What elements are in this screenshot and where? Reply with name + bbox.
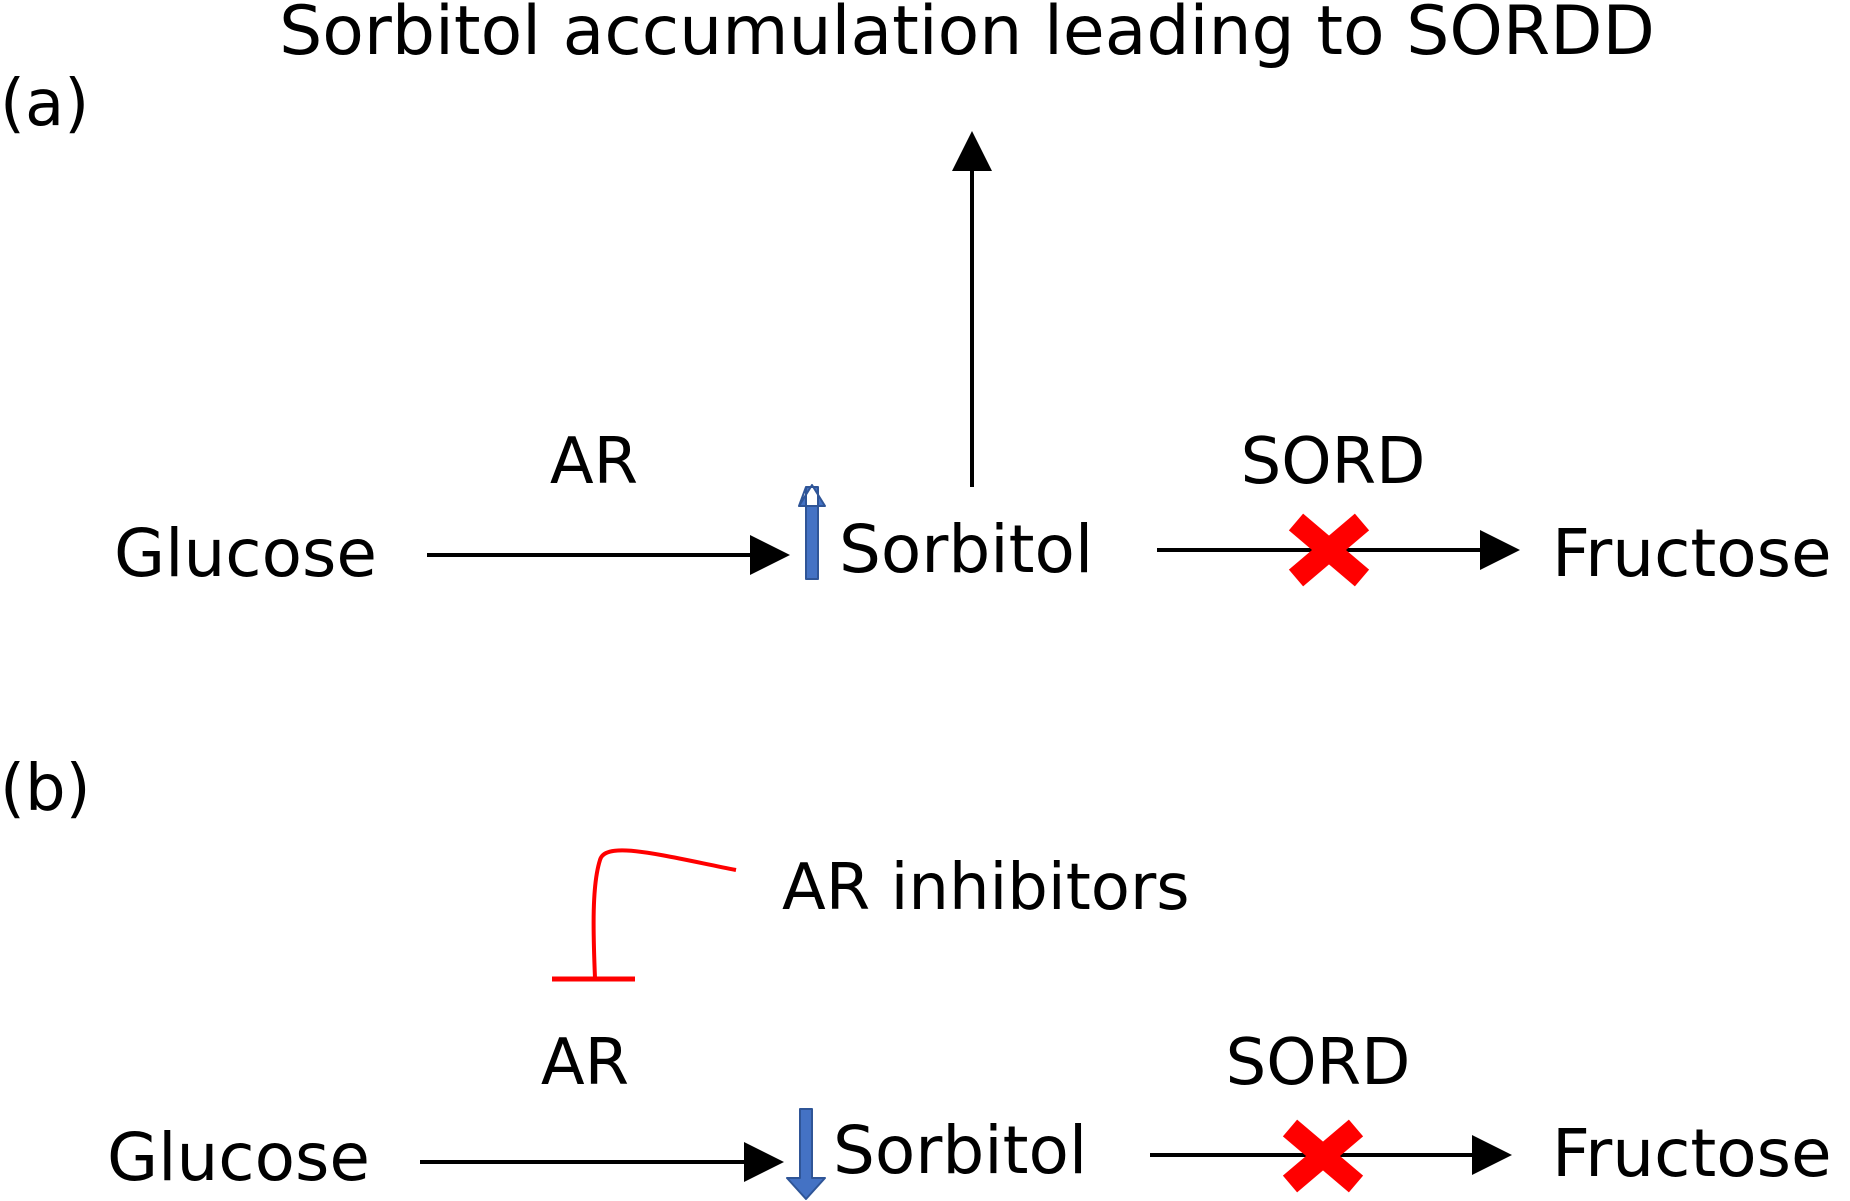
- sorbitol-increase-arrow-icon: [798, 484, 826, 580]
- panel-b-sorbitol: Sorbitol: [833, 1112, 1087, 1189]
- sorbitol-decrease-arrow-icon: [786, 1108, 826, 1200]
- panel-a-enzyme-ar: AR: [550, 425, 638, 499]
- panel-a: (a) AR SORD Glucose Sorbitol Fructose: [0, 67, 1832, 592]
- panel-a-glucose: Glucose: [114, 515, 377, 592]
- panel-a-sord-blocked-x-icon: [1288, 513, 1370, 587]
- panel-b-fructose: Fructose: [1552, 1115, 1832, 1192]
- panel-b-enzyme-ar: AR: [541, 1026, 629, 1100]
- ar-inhibition-t-bar-icon: [552, 848, 737, 982]
- panel-b-sord-blocked-x-icon: [1282, 1119, 1364, 1193]
- panel-b-enzyme-sord: SORD: [1226, 1026, 1411, 1100]
- panel-b-ar-inhibitors: AR inhibitors: [782, 851, 1190, 925]
- diagram-title: Sorbitol accumulation leading to SORDD: [279, 0, 1655, 71]
- panel-a-fructose: Fructose: [1552, 515, 1832, 592]
- panel-b-label: (b): [0, 752, 91, 826]
- panel-b: (b) AR inhibitors AR SORD Glucose Sorbit…: [0, 752, 1832, 1200]
- panel-b-glucose: Glucose: [107, 1119, 370, 1196]
- panel-a-label: (a): [0, 67, 89, 141]
- panel-a-enzyme-sord: SORD: [1241, 425, 1426, 499]
- panel-a-sorbitol: Sorbitol: [839, 511, 1093, 588]
